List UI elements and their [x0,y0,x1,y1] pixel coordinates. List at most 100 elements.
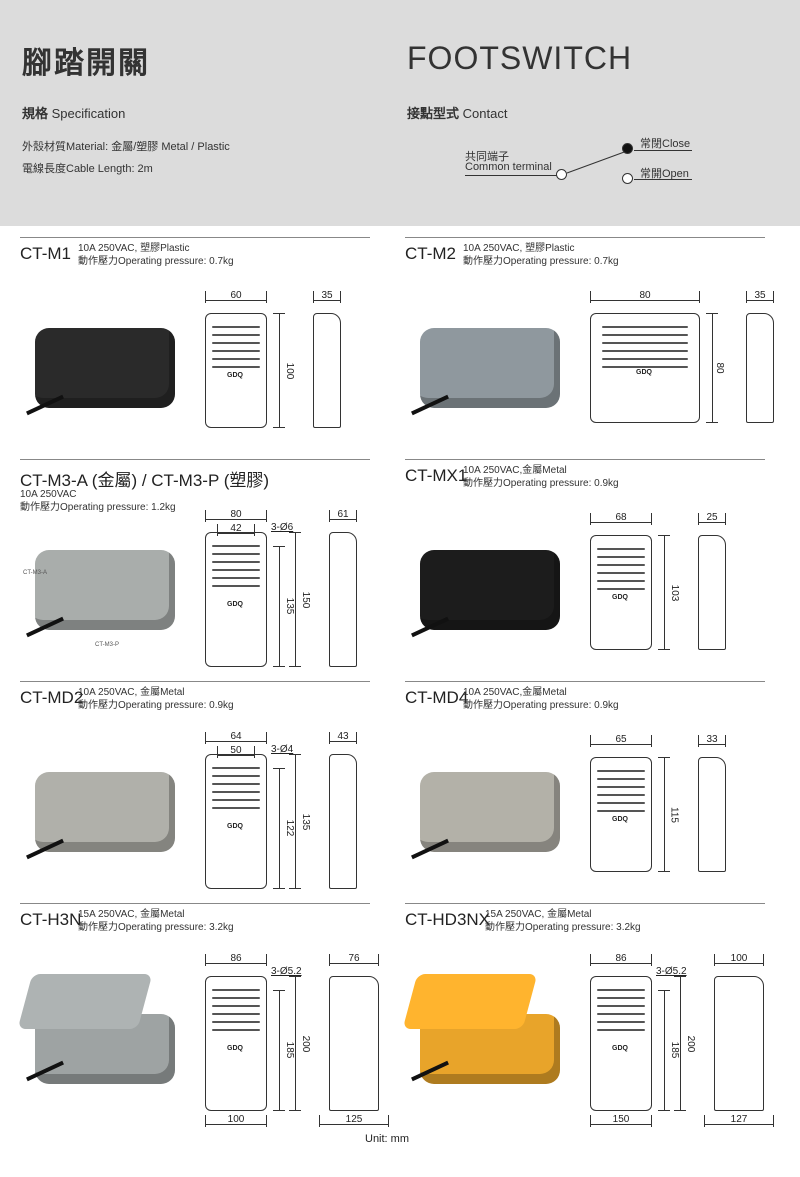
side-drawing [329,976,379,1111]
pedal-body [420,328,560,408]
grip-line [597,1029,645,1031]
grip-line [212,358,260,360]
grip-line [212,577,260,579]
grip-line [212,791,260,793]
dim-height-label: 200 [684,1035,696,1052]
dim-height: 200 [289,976,311,1111]
grip-line [601,326,689,328]
side-drawing [313,313,341,428]
dim-width: 80 [590,291,700,303]
dim-height-label: 103 [668,584,680,601]
rated-spec: 10A 250VAC [20,489,77,500]
product-photo [410,308,570,428]
grip-line [597,989,645,991]
operating-pressure: 動作壓力Operating pressure: 0.7kg [463,256,619,267]
front-drawing: GDQ [590,757,652,872]
dim-height: 103 [658,535,680,650]
dim-width: 80 [205,510,267,522]
pedal-body [35,550,175,630]
logo-mark: GDQ [227,822,243,830]
dim-bottom: 100 [205,1115,267,1127]
title-english: FOOTSWITCH [407,40,633,76]
model-name: CT-M1 [20,244,71,263]
photo-label-a: CT-M3-A [23,570,47,576]
pedal-body [420,772,560,852]
switch-lever [566,150,628,174]
dim-depth: 43 [329,732,357,744]
grip-line [597,1005,645,1007]
grip-line [601,350,689,352]
open-label: 常開Open [640,168,689,180]
grip-line [597,794,645,796]
grip-line [212,350,260,352]
rated-spec: 10A 250VAC, 塑膠Plastic [78,243,190,254]
open-line [634,179,692,180]
grip-line [212,1005,260,1007]
cable-spec: 電線長度Cable Length: 2m [22,163,153,175]
hole-spec: 3-Ø5.2 [271,966,302,977]
grip-line [597,997,645,999]
dim-width: 42 [217,524,255,536]
title-chinese: 腳踏開關 [22,47,150,80]
dim-height: 150 [289,532,311,667]
dim-height-label: 200 [299,1035,311,1052]
operating-pressure: 動作壓力Operating pressure: 0.9kg [463,478,619,489]
hole-spec: 3-Ø4 [271,744,294,755]
grip-line [597,564,645,566]
front-drawing: GDQ [205,976,267,1111]
side-drawing [698,757,726,872]
close-contact-dot [622,143,633,154]
front-drawing: GDQ [205,532,267,667]
dim-depth: 35 [746,291,774,303]
grip-line [601,334,689,336]
model-name: CT-H3N [20,910,82,929]
logo-mark: GDQ [227,1044,243,1052]
product-card: CT-M1 10A 250VAC, 塑膠Plastic 動作壓力Operating … [20,237,370,459]
side-drawing [698,535,726,650]
grip-line [212,366,260,368]
unit-note: Unit: mm [365,1133,409,1145]
grip-line [597,572,645,574]
grip-line [212,1021,260,1023]
dim-height-label: 100 [283,362,295,379]
material-spec: 外殼材質Material: 金屬/塑膠 Metal / Plastic [22,141,230,153]
contact-heading-en: Contact [462,106,508,121]
spec-block: 10A 250VAC, 塑膠Plastic 動作壓力Operating press… [78,242,234,268]
dim-height-label: 80 [714,362,726,374]
operating-pressure: 動作壓力Operating pressure: 3.2kg [485,922,641,933]
dim-side-bottom: 127 [704,1115,774,1127]
grip-line [212,775,260,777]
product-photo [402,974,570,1094]
dim-width: 65 [590,735,652,747]
grip-line [601,366,689,368]
grip-line [597,1013,645,1015]
common-line [465,175,557,176]
dim-depth: 61 [329,510,357,522]
dim-height: 135 [289,754,311,889]
side-drawing [746,313,774,423]
pedal-cover [17,974,153,1029]
grip-line [212,1029,260,1031]
grip-line [601,342,689,344]
operating-pressure: 動作壓力Operating pressure: 0.7kg [78,256,234,267]
dim-height: 185 [658,989,680,1111]
dim-depth: 100 [714,954,764,966]
model-name: CT-M3-A (金屬) / CT-M3-P (塑膠) [20,471,270,490]
dim-depth: 33 [698,735,726,747]
grip-line [212,334,260,336]
dim-depth: 25 [698,513,726,525]
pedal-body [420,550,560,630]
product-photo [17,974,185,1094]
rated-spec: 10A 250VAC,金屬Metal [463,687,567,698]
spec-heading: 規格 Specification [22,103,125,122]
dim-width: 86 [205,954,267,966]
dim-height: 185 [273,989,295,1111]
logo-mark: GDQ [612,815,628,823]
grip-line [597,802,645,804]
side-drawing [714,976,764,1111]
